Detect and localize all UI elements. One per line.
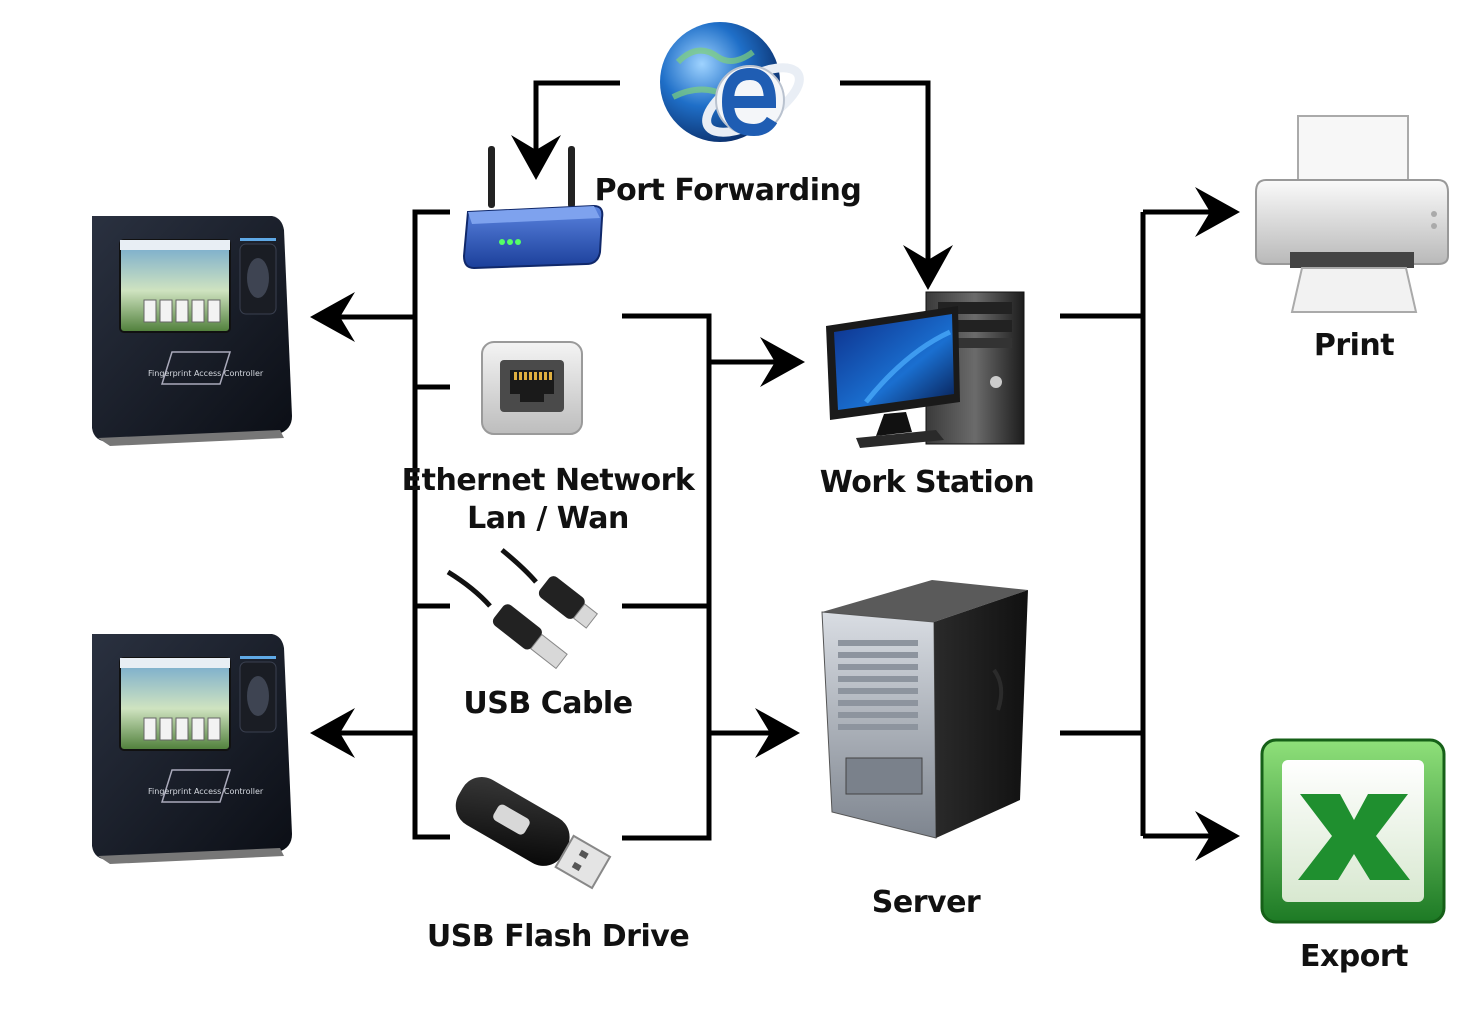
fingerprint-terminal-bottom: Fingerprint Access Controller [92, 634, 292, 864]
label-port-forwarding: Port Forwarding [595, 173, 862, 208]
label-usb-cable: USB Cable [463, 686, 632, 721]
label-server: Server [872, 885, 981, 920]
ethernet-port-icon [481, 341, 583, 435]
label-work-station: Work Station [820, 465, 1035, 500]
terminal-brand-text: Fingerprint Access Controller [148, 787, 264, 796]
usb-flash-drive-icon [455, 777, 612, 890]
excel-icon [1260, 738, 1446, 924]
label-export: Export [1300, 939, 1408, 974]
arrow-internet-to-router [511, 80, 620, 180]
label-usb-flash-drive: USB Flash Drive [427, 919, 689, 954]
fingerprint-terminal-top: Fingerprint Access Controller [92, 216, 292, 446]
internet-explorer-icon [660, 22, 804, 142]
printer-icon [1255, 115, 1449, 313]
connectors [310, 80, 1240, 861]
fingerprint-terminal-icon: Fingerprint Access Controller [92, 634, 292, 864]
label-ethernet-line2: Lan / Wan [467, 501, 629, 536]
right-bus-line [1060, 313, 1146, 836]
label-print: Print [1314, 328, 1394, 363]
wireless-router-icon [462, 146, 604, 270]
label-ethernet-line1: Ethernet Network [402, 463, 696, 498]
terminal-brand-text: Fingerprint Access Controller [148, 369, 264, 378]
middle-bus-line [622, 313, 712, 841]
usb-cable-icon [446, 548, 598, 670]
desktop-computer-icon [826, 291, 1025, 448]
server-tower-icon [821, 580, 1028, 839]
fingerprint-terminal-icon: Fingerprint Access Controller [92, 216, 292, 446]
arrow-internet-to-workstation [840, 80, 953, 290]
left-bus-line [412, 209, 450, 840]
